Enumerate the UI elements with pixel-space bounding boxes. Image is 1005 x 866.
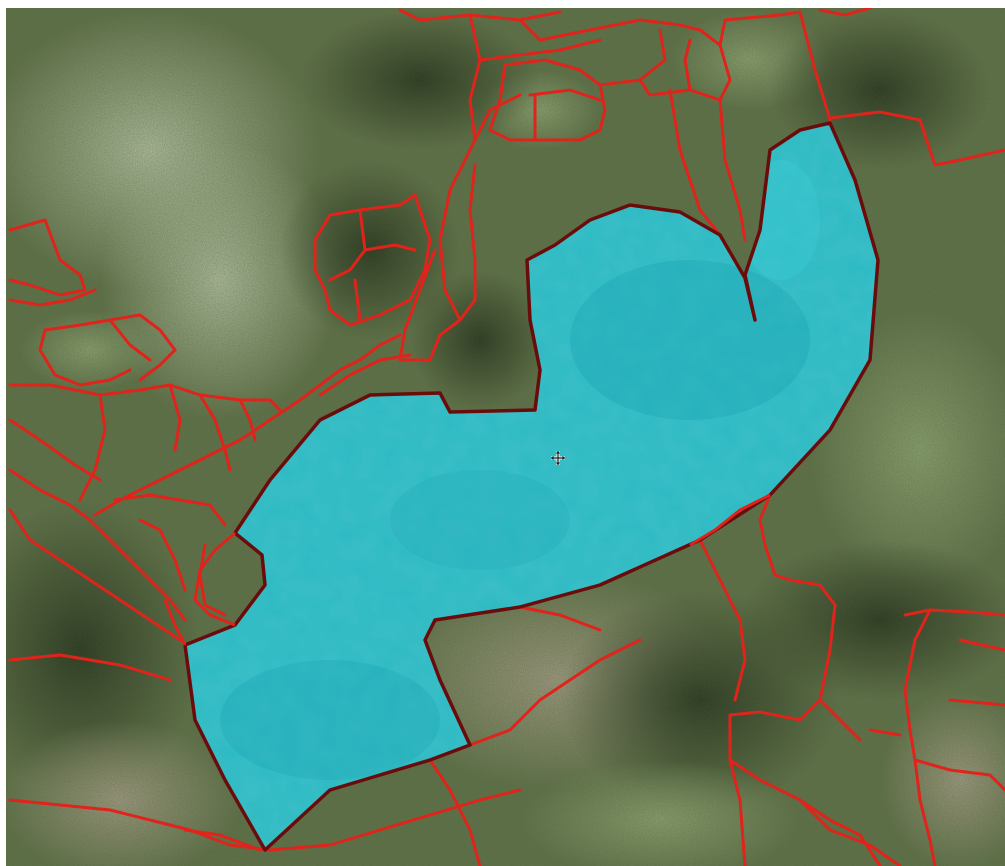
selected-parcel-outline (183, 121, 880, 852)
aerial-map[interactable] (6, 8, 1005, 866)
adjacent-boundaries (163, 493, 771, 646)
map-view[interactable] (6, 8, 1005, 866)
parcel-boundaries (8, 8, 1005, 866)
